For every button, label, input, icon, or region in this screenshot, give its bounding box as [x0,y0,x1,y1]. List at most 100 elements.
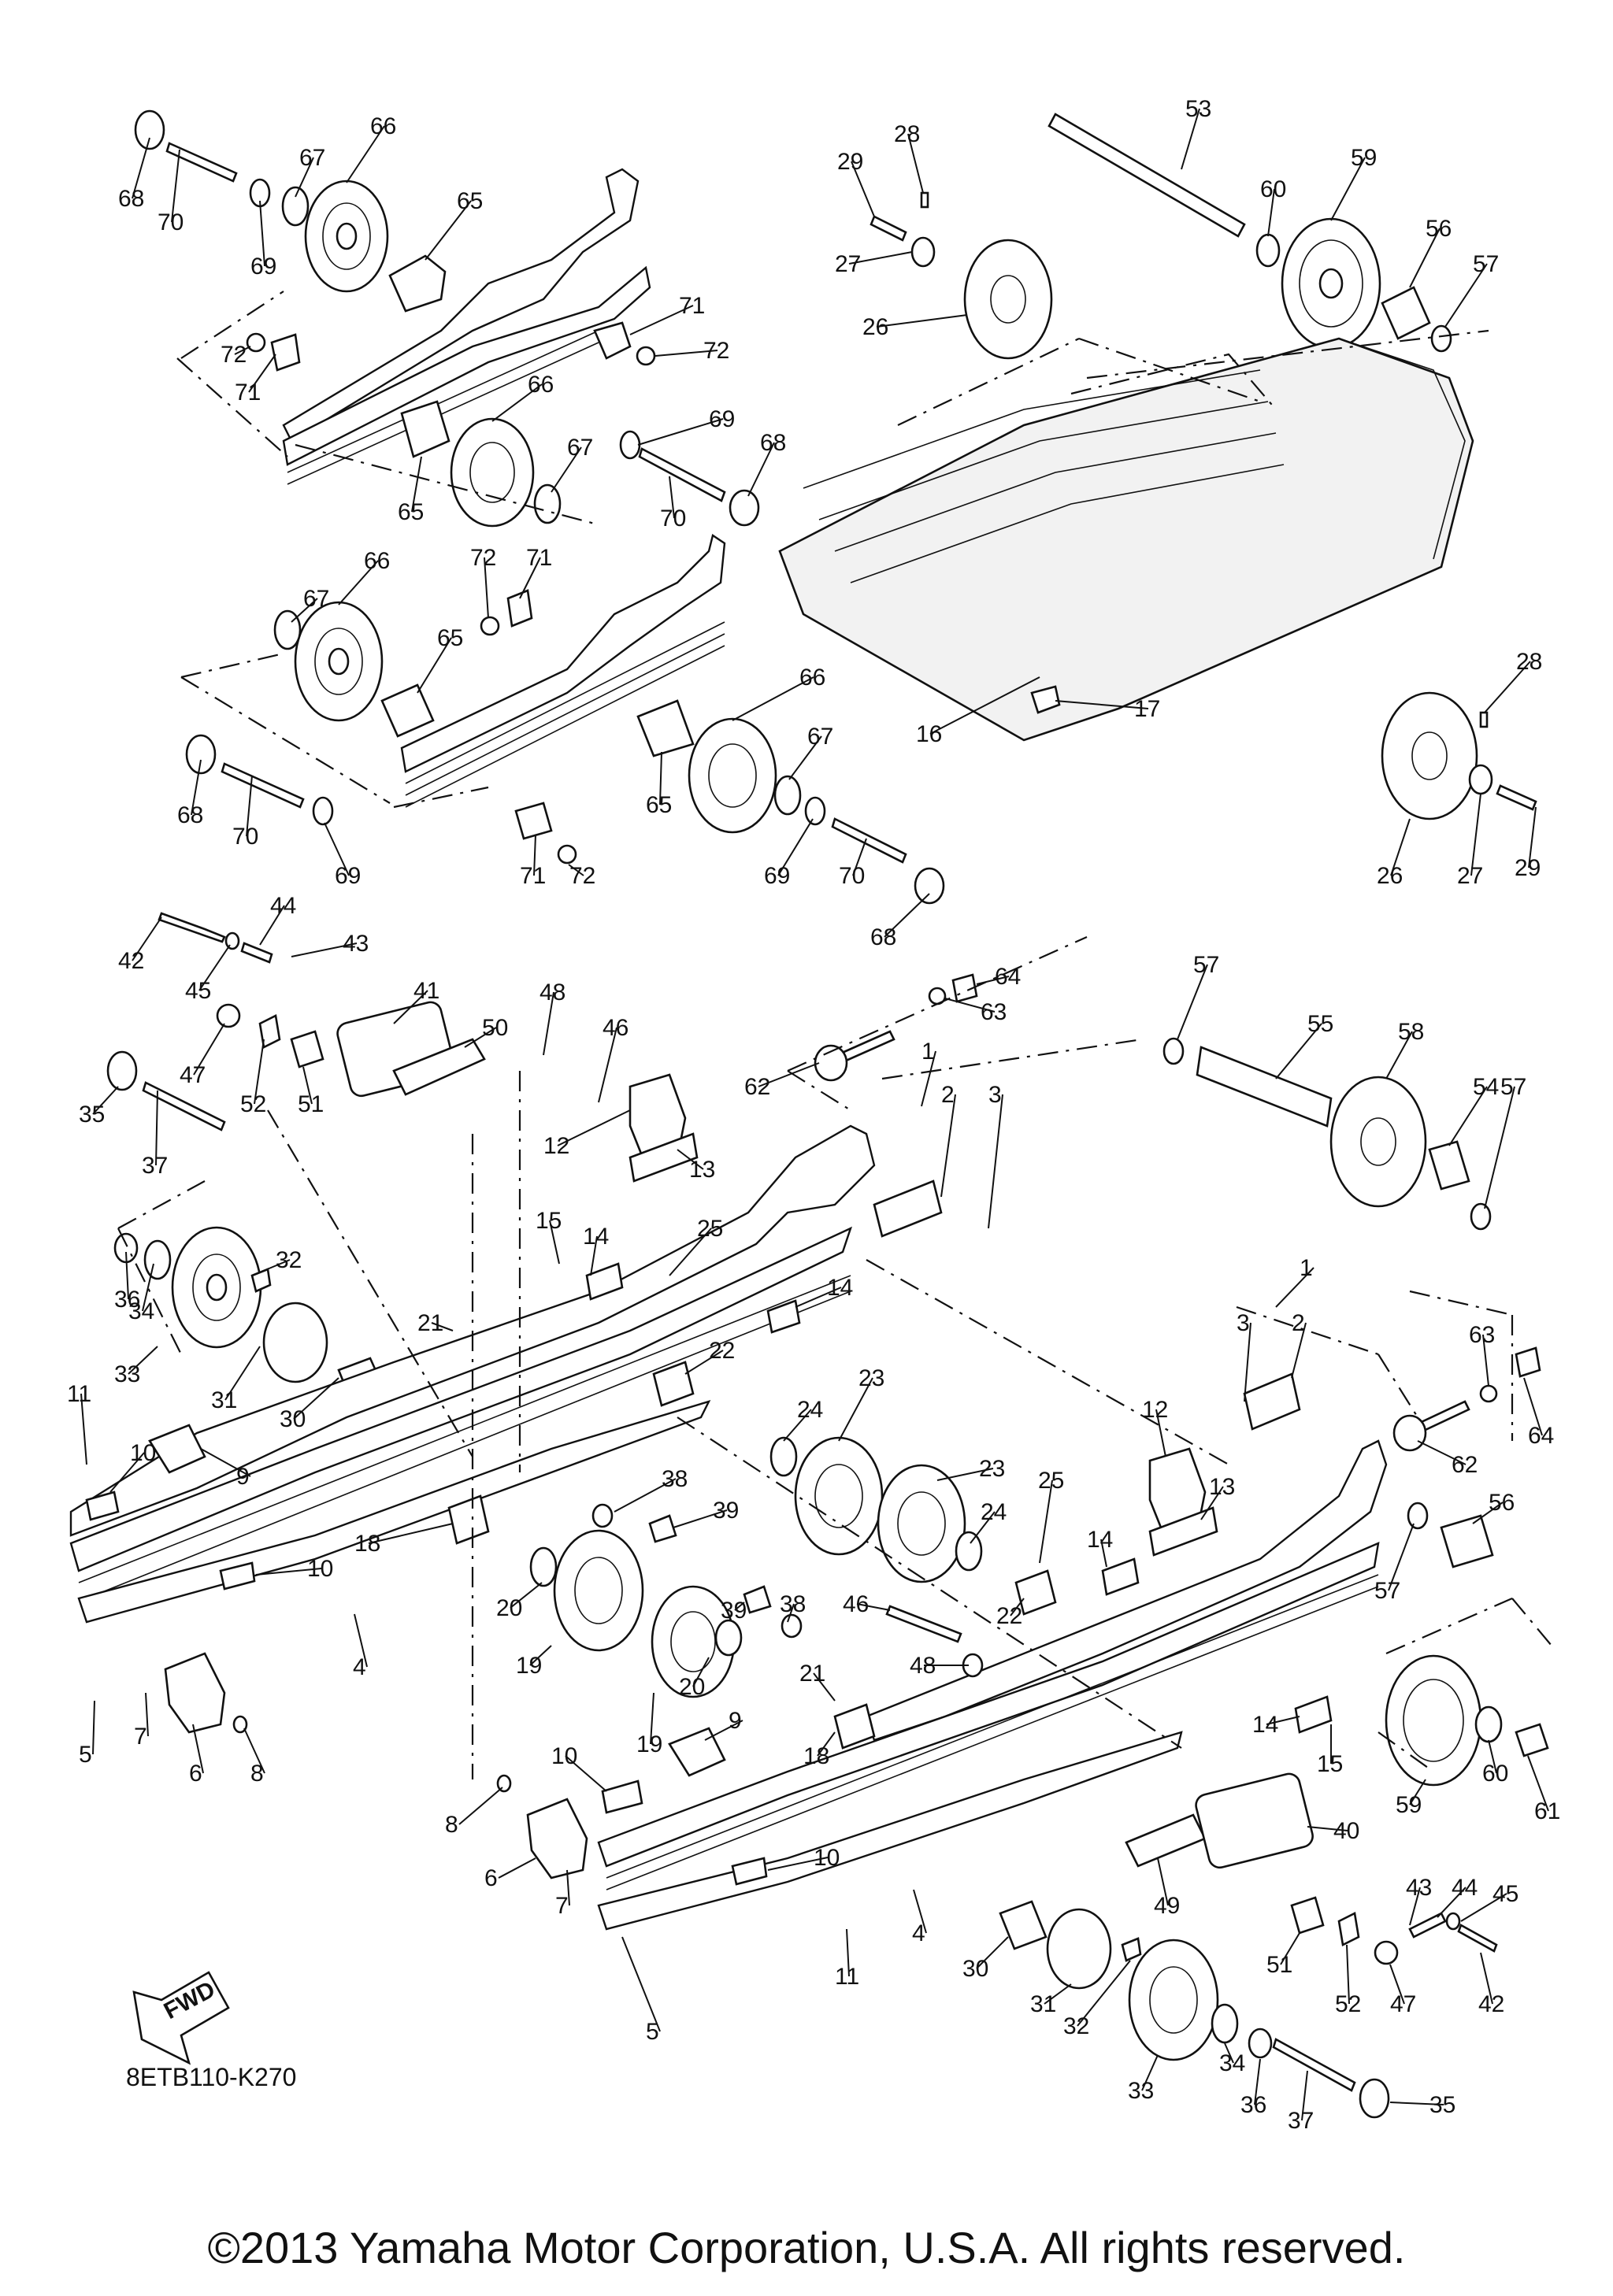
slide-rail-lower-runner [597,1542,1380,1868]
callout-leader-c101 [243,1728,265,1774]
callout-c140: 45 [1492,1881,1518,1907]
callout-c109: 13 [1209,1474,1235,1500]
callout-c1: 68 [118,186,144,212]
bolt-70a [165,142,238,183]
callout-labels: 6870696766657172727165666769687066676572… [67,96,1560,2134]
callout-leader-c22 [191,759,202,816]
callout-c62: 63 [981,999,1007,1025]
callout-leader-c39 [851,161,875,217]
rail-segment-top [282,168,640,443]
nut-72d [557,844,577,865]
callout-leader-c27 [659,751,662,805]
callout-c52: 41 [413,978,439,1004]
callout-leader-c57 [155,1090,158,1166]
tensioner-6-upper [164,1652,226,1734]
callout-c40: 27 [835,251,861,277]
callout-leader-c94 [255,1568,322,1576]
left-slide-rail-assembly [69,912,884,1734]
washer-69c [312,796,334,826]
callout-leader-c76 [669,1228,712,1276]
middle-idler-assembly [185,534,945,905]
callout-leader-c30 [777,818,814,876]
nut-39-lower [743,1585,772,1614]
callout-c35: 60 [1260,176,1286,202]
collar-51 [290,1030,324,1068]
callout-leader-c112 [936,1468,994,1481]
collar-65d [636,699,695,757]
callout-leader-c129 [1488,1739,1497,1774]
callout-leader-c149 [1346,1944,1350,2005]
callout-c95: 20 [496,1595,522,1621]
callout-c139: 44 [1452,1875,1478,1901]
collar-65a [388,254,447,313]
nut-72c [480,616,500,636]
callout-leader-c148 [1280,1932,1300,1965]
callout-leader-c47 [1528,806,1537,868]
callout-leader-c98 [92,1700,95,1755]
callout-c145: 30 [962,1956,988,1982]
bolt-29-rear [1496,784,1537,811]
slide-rail-lower [865,1439,1388,1742]
copyright-notice: ©2013 Yamaha Motor Corporation, U.S.A. A… [207,2223,1406,2272]
callout-leader-c58 [543,991,554,1056]
callout-leader-c117 [734,1602,745,1611]
callout-c56: 35 [79,1102,105,1128]
idler-wheel-66b [450,417,535,528]
plate-50 [392,1038,486,1096]
spring-44-lower [1408,1912,1447,1939]
callout-leader-c116 [1010,1598,1025,1616]
callout-leader-c32 [884,893,930,938]
callout-leader-c37 [1444,263,1488,328]
wheel-23-upper [794,1436,884,1556]
upper-idler-assembly [134,109,760,528]
callout-leader-c93 [368,1523,454,1544]
wheel-26-top [963,239,1053,360]
callout-c103: 2 [1292,1310,1305,1336]
block-14-upper-b [766,1299,801,1334]
clip-10-lower [601,1779,643,1814]
callout-c98: 5 [79,1742,92,1768]
rear-idler-assembly [814,973,1492,1238]
callout-c21: 71 [526,545,552,571]
callout-c13: 67 [567,435,593,461]
guide-lines [117,291,1552,1779]
collar-18-upper [447,1494,490,1545]
callout-c8: 72 [703,338,729,364]
callout-leader-c20 [484,557,489,619]
callout-c24: 69 [335,863,361,889]
callout-leader-c9 [234,346,251,355]
bearing-20-upper [529,1546,558,1587]
callout-c38: 28 [894,121,920,147]
callout-c99: 7 [134,1724,147,1750]
callout-leader-c104 [1244,1322,1251,1402]
callout-leader-c110 [1472,1502,1504,1524]
washer-38-upper [591,1503,614,1528]
clip-10-upper-b [219,1561,256,1591]
callout-c148: 51 [1266,1952,1292,1978]
bearing-67d [773,775,802,816]
collar-18-lower [833,1703,876,1750]
callout-leader-c59 [598,1027,617,1103]
callout-leader-c10 [248,354,276,393]
callout-leader-c75 [590,1235,598,1276]
idler-wheel-66d [688,717,777,834]
callout-c4: 67 [299,145,325,171]
callout-c128: 59 [1396,1792,1422,1818]
callout-c97: 4 [353,1654,366,1680]
block-14-lower-b [1294,1695,1333,1734]
callout-leader-c154 [1301,2070,1308,2121]
slide-rail-upper-runner [69,1226,853,1572]
callout-leader-c33 [1181,108,1200,170]
callout-c108: 12 [1142,1397,1168,1423]
callout-leader-c54 [254,1039,265,1105]
callout-leader-c60 [464,1027,497,1048]
wheel-19-upper [553,1529,644,1652]
callout-c96: 19 [516,1653,542,1679]
callout-c82: 21 [417,1310,443,1336]
callout-c146: 31 [1030,1991,1056,2017]
callout-c85: 30 [280,1406,306,1432]
callout-leader-c12 [491,383,543,422]
block-14-lower [1101,1557,1140,1596]
clip-17 [1030,685,1061,714]
callout-leader-c147 [1077,1960,1131,2027]
